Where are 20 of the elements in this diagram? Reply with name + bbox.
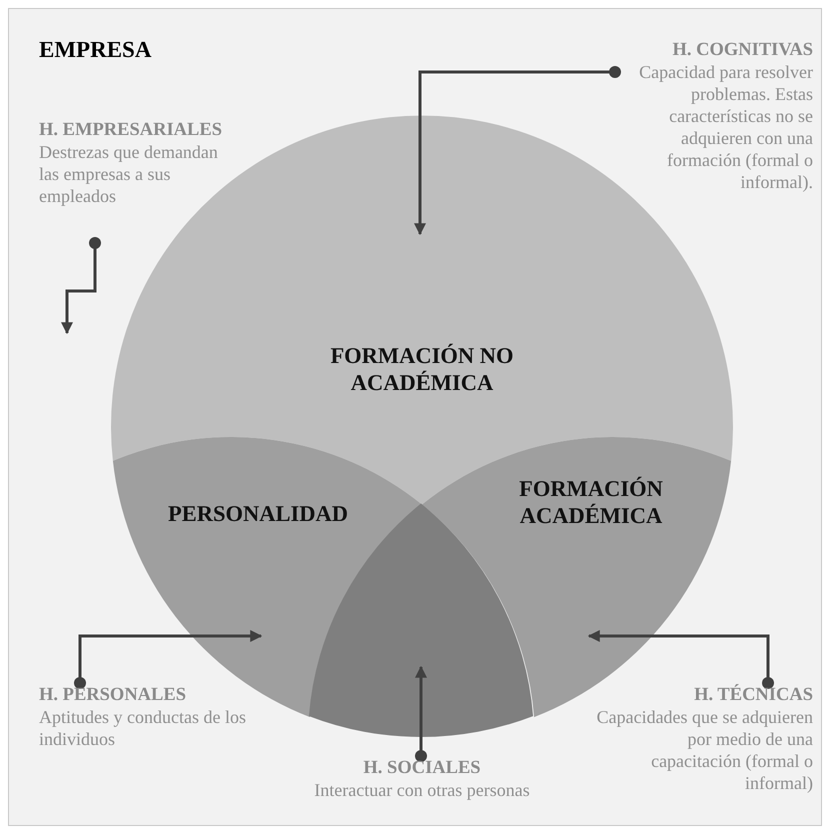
- skill-description: Aptitudes y conductas de los individuos: [39, 706, 247, 750]
- skill-heading: H. COGNITIVAS: [671, 39, 813, 61]
- skill-heading: H. EMPRESARIALES: [39, 119, 223, 141]
- skill-heading: H. SOCIALES: [362, 757, 482, 779]
- arrow: [588, 630, 774, 689]
- skill-description: Destrezas que demandan las empresas a sus empleados: [39, 141, 219, 207]
- arrow: [414, 66, 621, 236]
- arrow: [61, 237, 101, 334]
- panel-background: [8, 8, 822, 826]
- region-label: PERSONALIDAD: [166, 500, 350, 527]
- arrow: [415, 666, 427, 762]
- skill-heading: H. PERSONALES: [39, 684, 188, 706]
- region-label: FORMACIÓN ACADÉMICA: [518, 475, 664, 529]
- skill-description: Capacidad para resolver problemas. Estas características no se adquieren con una formación (formal o informal).: [638, 61, 813, 193]
- skill-description: Capacidades que se adquieren por medio de una capacitación (formal o informal): [596, 706, 813, 794]
- skill-description: Interactuar con otras personas: [313, 779, 531, 801]
- region-label: FORMACIÓN NO ACADÉMICA: [329, 342, 515, 396]
- skill-heading: H. TÉCNICAS: [693, 684, 813, 706]
- title-text: EMPRESA: [39, 37, 152, 63]
- arrow: [74, 630, 262, 689]
